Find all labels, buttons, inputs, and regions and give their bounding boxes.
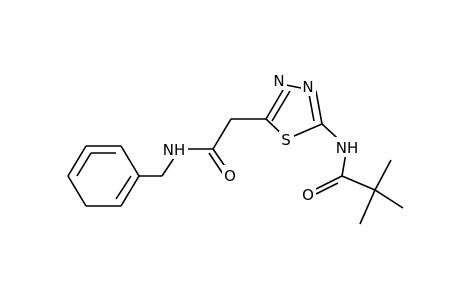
bond [265,84,287,120]
bond [359,189,376,225]
bond [67,145,87,177]
oxygen-atom-label: O [224,167,236,185]
bond [271,90,291,122]
bond [374,159,392,191]
nitrogen-atom-label: N [302,78,313,96]
amide-nh-label: NH [336,139,359,157]
bond-inner [115,175,132,200]
bond [315,182,339,195]
bond-inner [76,152,92,177]
sulfur-atom-label: S [281,131,291,149]
bond [308,93,315,122]
oxygen-atom-label: O [302,186,314,204]
bond [120,145,140,177]
bond [212,118,232,150]
bond [67,175,87,207]
bond [315,90,323,125]
amide-nh-label: NH [163,141,186,159]
atom-labels: N N S NH O NH O [160,72,361,204]
bond [341,175,376,191]
nitrogen-atom-label: N [273,72,284,90]
bond [374,189,404,209]
bond [120,175,140,207]
bond [313,175,343,191]
